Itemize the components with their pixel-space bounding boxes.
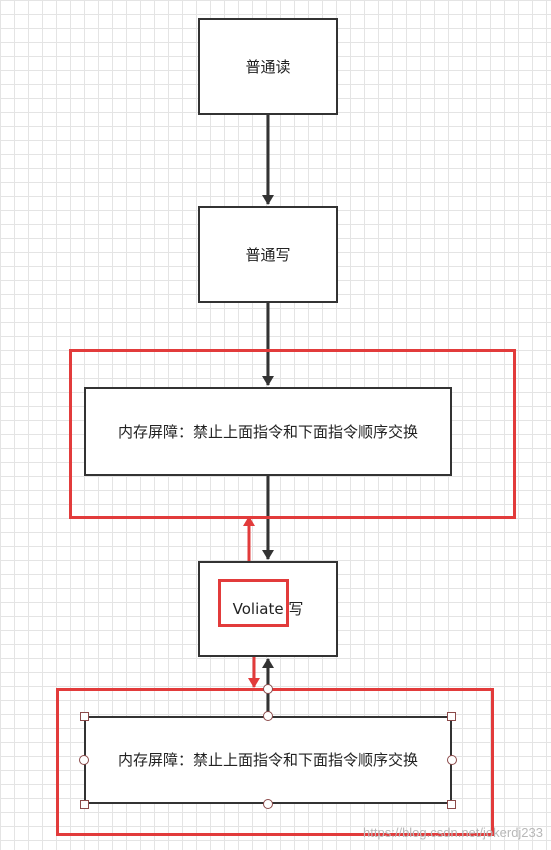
resize-handle-bottom[interactable] [263,799,273,809]
node-normal-write-label: 普通写 [245,245,291,264]
node-memory-barrier-lower[interactable]: 内存屏障：禁止上面指令和下面指令顺序交换 [84,716,452,804]
node-memory-barrier-upper[interactable]: 内存屏障：禁止上面指令和下面指令顺序交换 [84,387,452,476]
node-normal-write[interactable]: 普通写 [198,206,338,303]
node-memory-barrier-upper-label: 内存屏障：禁止上面指令和下面指令顺序交换 [117,422,418,441]
resize-handle-bottom-right[interactable] [447,800,456,809]
resize-handle-bottom-left[interactable] [80,800,89,809]
rotate-handle[interactable] [263,684,273,694]
watermark: https://blog.csdn.net/jokerdj233 [363,825,543,840]
resize-handle-top[interactable] [263,711,273,721]
highlight-box-upper-barrier [69,349,516,519]
node-normal-read[interactable]: 普通读 [198,18,338,115]
volatile-write-suffix: 写 [288,600,304,618]
node-normal-read-label: 普通读 [245,57,291,76]
resize-handle-top-left[interactable] [80,712,89,721]
resize-handle-left[interactable] [79,755,89,765]
highlight-box-volatile-keyword [218,579,289,627]
node-memory-barrier-lower-label: 内存屏障：禁止上面指令和下面指令顺序交换 [117,751,418,769]
node-volatile-write-label: Voliate 写 [219,598,318,620]
highlight-box-lower-barrier [56,688,494,836]
node-volatile-write[interactable]: Voliate 写 [198,561,338,657]
resize-handle-right[interactable] [447,755,457,765]
volatile-keyword: Voliate [232,600,284,618]
resize-handle-top-right[interactable] [447,712,456,721]
